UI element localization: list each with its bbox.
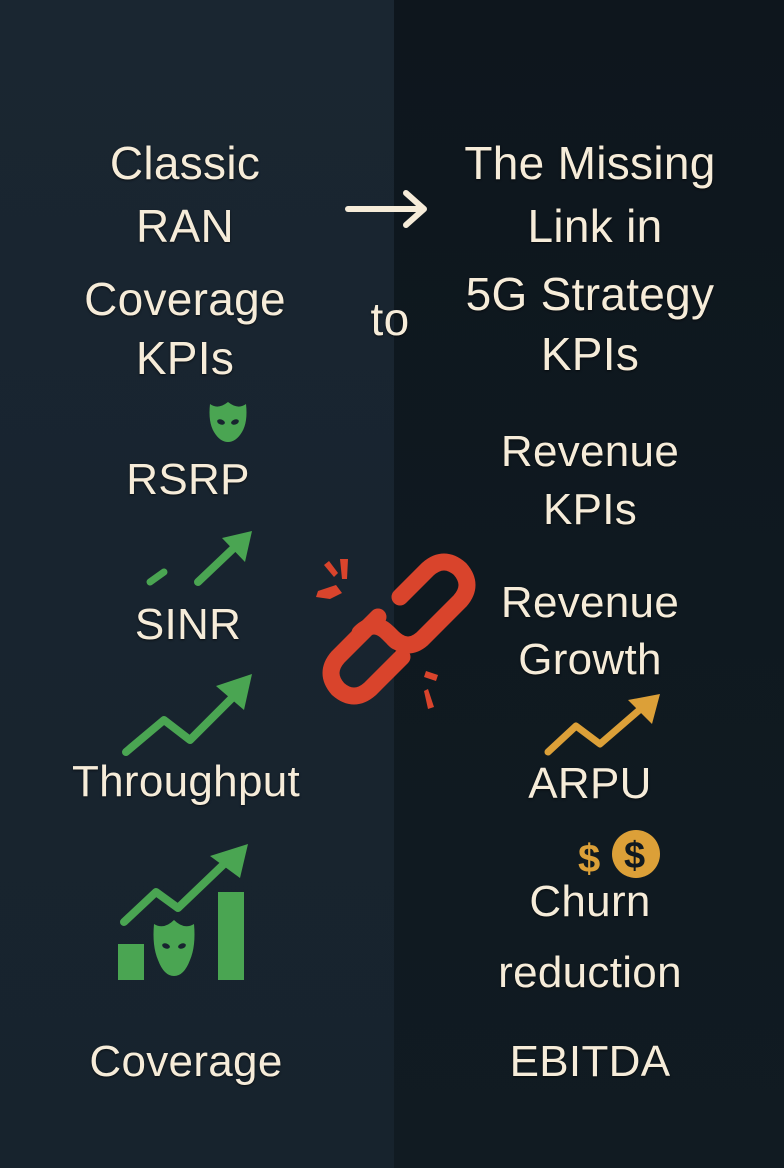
connector-word: to (370, 293, 410, 345)
revenue-kpis-line-2: KPIs (542, 485, 638, 534)
svg-text:$: $ (578, 837, 600, 881)
churn-reduction-line-1: Churn (529, 877, 651, 926)
left-title-line-1: Classic (109, 137, 261, 189)
bar-chart-trend-mask-icon (114, 834, 256, 984)
right-title-line-3: 5G Strategy (465, 268, 715, 320)
left-title-line-4: KPIs (135, 332, 235, 384)
mask-icon (204, 398, 252, 446)
right-title-line-2: Link in (527, 200, 663, 252)
throughput-label: Throughput (71, 757, 301, 806)
coverage-label: Coverage (89, 1037, 283, 1086)
gold-trend-arrow-icon (540, 690, 664, 760)
left-title-line-2: RAN (135, 200, 235, 252)
broken-chain-link-icon (310, 545, 480, 715)
left-title-line-3: Coverage (84, 273, 286, 325)
svg-text:$: $ (624, 835, 645, 877)
revenue-growth-line-1: Revenue (500, 578, 680, 627)
rsrp-label: RSRP (126, 455, 250, 504)
arpu-label: ARPU (528, 759, 652, 808)
revenue-growth-line-2: Growth (518, 635, 662, 684)
ebitda-label: EBITDA (509, 1037, 671, 1086)
zigzag-trend-arrow-icon (118, 668, 258, 758)
revenue-kpis-line-1: Revenue (500, 427, 680, 476)
dollar-coins-icon: $ $ (578, 828, 662, 882)
right-arrow-icon (342, 187, 432, 231)
right-title-line-4: KPIs (540, 328, 640, 380)
trend-arrow-icon (144, 528, 256, 588)
churn-reduction-line-2: reduction (498, 948, 682, 997)
right-title-line-1: The Missing (464, 137, 716, 189)
sinr-label: SINR (134, 600, 242, 649)
